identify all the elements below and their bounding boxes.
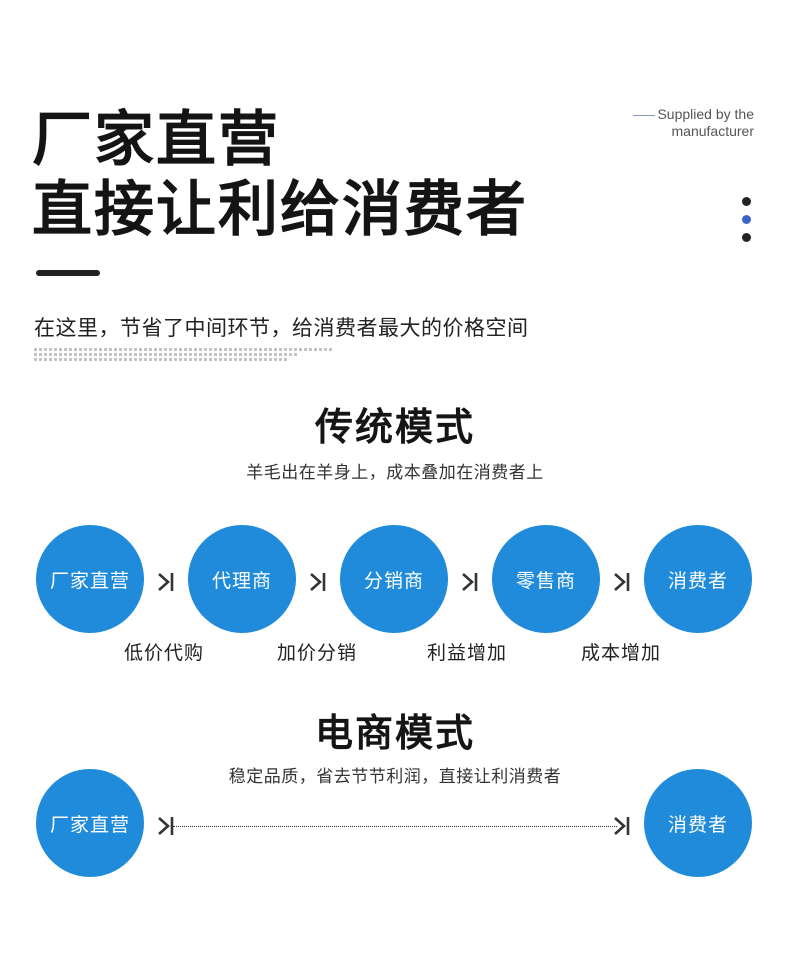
arrow-right-bar-icon xyxy=(158,573,174,591)
arrow-right-bar-icon xyxy=(462,573,478,591)
pager-dots xyxy=(742,197,752,251)
flow-label-markup: 加价分销 xyxy=(277,642,358,664)
direct-dotted-line xyxy=(173,826,617,827)
tagline-dash xyxy=(633,114,656,116)
hero-title-line2: 直接让利给消费者 xyxy=(32,175,528,245)
hero-title-line1: 厂家直营 xyxy=(32,105,280,175)
traditional-subtitle: 羊毛出在羊身上，成本叠加在消费者上 xyxy=(246,463,544,483)
flow-node-agent: 代理商 xyxy=(188,525,296,633)
flow-node-distributor: 分销商 xyxy=(340,525,448,633)
flow-node-retailer: 零售商 xyxy=(492,525,600,633)
intro-text: 在这里，节省了中间环节，给消费者最大的价格空间 xyxy=(34,316,529,340)
ecommerce-title: 电商模式 xyxy=(314,711,475,755)
pager-dot-1[interactable] xyxy=(742,197,751,206)
flow-node-consumer: 消费者 xyxy=(644,525,752,633)
tagline-line1: Supplied by the xyxy=(657,106,754,122)
arrow-right-bar-icon xyxy=(614,817,630,835)
arrow-right-bar-icon xyxy=(310,573,326,591)
supplied-tagline: Supplied by the manufacturer xyxy=(633,106,754,140)
arrow-right-bar-icon xyxy=(158,817,174,835)
flow-label-low-price: 低价代购 xyxy=(124,642,205,664)
tagline-line2: manufacturer xyxy=(671,123,754,139)
arrow-right-bar-icon xyxy=(614,573,630,591)
pager-dot-3[interactable] xyxy=(742,233,751,242)
flow-node-manufacturer: 厂家直营 xyxy=(36,769,144,877)
fine-print-decoration xyxy=(34,348,334,363)
traditional-title: 传统模式 xyxy=(314,405,475,449)
flow-node-consumer: 消费者 xyxy=(644,769,752,877)
flow-node-manufacturer: 厂家直营 xyxy=(36,525,144,633)
hero-underline xyxy=(36,270,100,276)
pager-dot-2-active[interactable] xyxy=(742,215,751,224)
flow-label-profit-up: 利益增加 xyxy=(427,642,508,664)
flow-label-cost-up: 成本增加 xyxy=(581,642,662,664)
ecommerce-subtitle: 稳定品质，省去节节利润，直接让利消费者 xyxy=(228,767,562,787)
